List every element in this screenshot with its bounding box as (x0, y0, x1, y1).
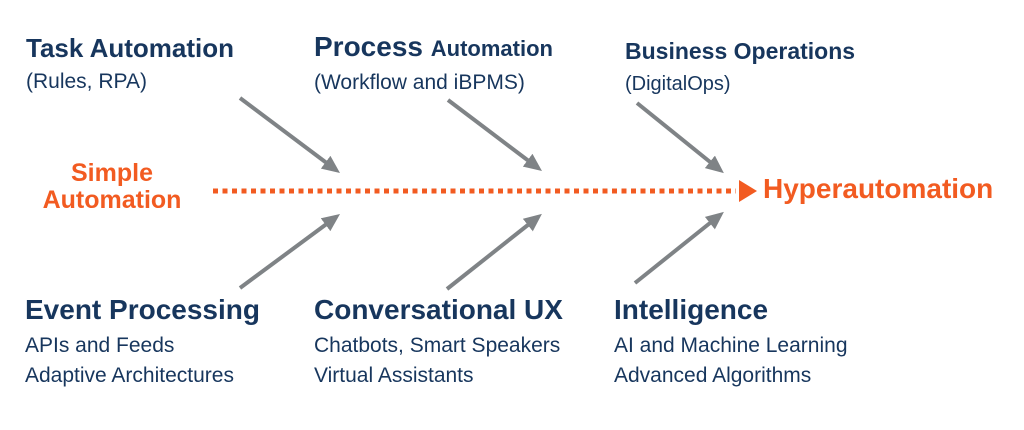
arrow-intelligence-to-timeline-icon (633, 211, 724, 285)
business-operations-title: Business Operations (625, 38, 856, 64)
intelligence-line1: AI and Machine Learning (614, 334, 848, 357)
timeline-arrowhead-icon (739, 180, 757, 202)
timeline-start-label: Simple Automation (18, 160, 206, 214)
process-automation-subtitle: (Workflow and iBPMS) (314, 71, 525, 94)
process-automation-title-word2: Automation (430, 36, 553, 61)
timeline-end-label: Hyperautomation (763, 173, 994, 204)
stage-business-operations: Business Operations (DigitalOps) (625, 37, 855, 96)
conversational-ux-title: Conversational UX (314, 294, 563, 325)
task-automation-title: Task Automation (26, 33, 235, 63)
stage-process-automation: Process Automation (Workflow and iBPMS) (314, 30, 553, 95)
process-automation-title-word1: Process (314, 31, 423, 62)
stage-conversational-ux: Conversational UX Chatbots, Smart Speake… (314, 293, 563, 391)
intelligence-title: Intelligence (614, 294, 769, 325)
timeline-start-label-line1: Simple (71, 159, 153, 187)
event-processing-line2: Adaptive Architectures (25, 364, 234, 387)
intelligence-line2: Advanced Algorithms (614, 364, 812, 387)
arrow-process-to-timeline-icon (446, 98, 542, 172)
arrow-businessops-to-timeline-icon (635, 101, 724, 174)
arrow-task-to-timeline-icon (238, 96, 340, 173)
process-automation-title: Process Automation (314, 30, 553, 66)
business-operations-subtitle: (DigitalOps) (625, 73, 731, 95)
timeline-start-label-line2: Automation (42, 186, 182, 214)
conversational-ux-line2: Virtual Assistants (314, 364, 474, 387)
conversational-ux-line1: Chatbots, Smart Speakers (314, 334, 561, 357)
arrow-conversational-to-timeline-icon (445, 213, 542, 291)
stage-task-automation: Task Automation (Rules, RPA) (26, 33, 234, 94)
task-automation-subtitle: (Rules, RPA) (26, 70, 147, 93)
event-processing-line1: APIs and Feeds (25, 334, 175, 357)
arrow-event-to-timeline-icon (238, 214, 341, 290)
stage-event-processing: Event Processing APIs and Feeds Adaptive… (25, 293, 260, 391)
stage-intelligence: Intelligence AI and Machine Learning Adv… (614, 293, 848, 391)
event-processing-title: Event Processing (25, 294, 260, 325)
